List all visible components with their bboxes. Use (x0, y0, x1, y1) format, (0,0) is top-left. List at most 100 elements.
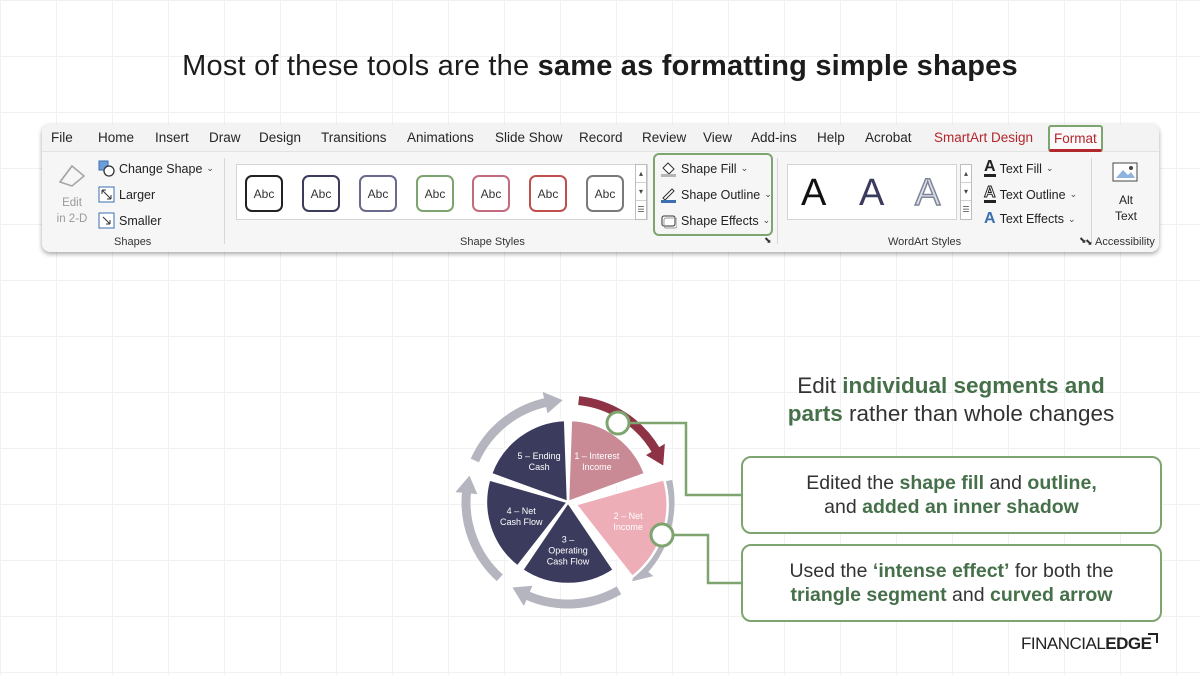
larger-label: Larger (119, 187, 156, 202)
wordart-scrollbar[interactable]: ▴ ▾ ☰ (960, 164, 972, 220)
scroll-up-icon[interactable]: ▴ (636, 165, 646, 183)
text-fill-button[interactable]: A Text Fill ⌄ (984, 158, 1054, 177)
tab-draw[interactable]: Draw (209, 130, 241, 145)
shape-style-7[interactable]: Abc (586, 175, 624, 212)
scroll-down-icon[interactable]: ▾ (636, 183, 646, 201)
alt-text-label-line1: Alt (1118, 193, 1133, 207)
tab-format[interactable]: Format (1048, 125, 1103, 152)
cycle-arrow[interactable] (470, 397, 548, 463)
callout-heading: Edit individual segments and parts rathe… (787, 373, 1115, 426)
wordart-style-3[interactable]: A (914, 172, 941, 214)
tab-design[interactable]: Design (259, 130, 302, 145)
tab-insert[interactable]: Insert (155, 130, 189, 145)
ribbon: File Home Insert Draw Design Transitions… (42, 124, 1159, 252)
cycle-segment[interactable] (489, 418, 570, 504)
dialog-launcher-icon[interactable]: ⬊ (1079, 235, 1087, 245)
scroll-down-icon[interactable]: ▾ (961, 183, 971, 201)
text-outline-icon: A (984, 184, 996, 203)
tab-slide-show[interactable]: Slide Show (495, 130, 563, 145)
pencil-icon (661, 188, 676, 203)
chevron-down-icon: ⌄ (206, 163, 214, 173)
edit-2d-label-line1: Edit (62, 197, 82, 209)
shape-style-2[interactable]: Abc (302, 175, 340, 212)
text-outline-button[interactable]: A Text Outline ⌄ (984, 184, 1078, 203)
shape-fill-button[interactable]: Shape Fill ⌄ (660, 160, 748, 177)
larger-button[interactable]: Larger (98, 186, 155, 203)
shape-fill-label: Shape Fill (681, 161, 737, 176)
group-divider (1091, 158, 1092, 244)
dialog-launcher-icon[interactable]: ⬊ (764, 235, 772, 245)
shape-effects-label: Shape Effects (681, 213, 759, 228)
tab-view[interactable]: View (703, 130, 733, 145)
smaller-icon (98, 212, 115, 229)
cycle-arrow[interactable] (524, 586, 622, 609)
tab-review[interactable]: Review (642, 130, 687, 145)
callout-box-shape-fill: Edited the shape fill and outline, and a… (741, 456, 1162, 534)
group-divider (224, 158, 225, 244)
text-fill-icon: A (984, 158, 996, 177)
chevron-down-icon: ⌄ (1045, 163, 1054, 173)
tab-help[interactable]: Help (817, 130, 845, 145)
edit-in-2d-button[interactable]: Edit in 2-D (50, 160, 94, 227)
chevron-down-icon: ⌄ (740, 163, 749, 173)
wordart-gallery: A A A (787, 164, 957, 220)
wordart-style-1[interactable]: A (801, 172, 827, 214)
group-divider (777, 158, 778, 244)
tab-smartart-design[interactable]: SmartArt Design (934, 130, 1034, 145)
gallery-more-icon[interactable]: ☰ (637, 205, 645, 214)
shape-outline-button[interactable]: Shape Outline ⌄ (660, 186, 772, 203)
cycle-arrow[interactable] (461, 490, 503, 582)
wordart-styles-group-label: WordArt Styles (888, 236, 962, 248)
callout-box-intense-effect: Used the ‘intense effect’ for both the t… (741, 544, 1162, 622)
tab-home[interactable]: Home (98, 130, 135, 145)
alt-text-button[interactable]: Alt Text (1108, 160, 1144, 224)
shape-effects-icon (661, 215, 677, 229)
text-outline-label: Text Outline (999, 187, 1066, 202)
tab-transitions[interactable]: Transitions (321, 130, 387, 145)
tab-record[interactable]: Record (579, 130, 623, 145)
shape-style-3[interactable]: Abc (359, 175, 397, 212)
change-shape-button[interactable]: Change Shape ⌄ (98, 160, 214, 177)
ribbon-tab-bar: File Home Insert Draw Design Transitions… (42, 124, 1159, 152)
cycle-diagram-svg (455, 391, 675, 609)
logo-mark-icon (1148, 633, 1158, 643)
tab-file[interactable]: File (51, 130, 73, 145)
chevron-down-icon: ⌄ (1069, 189, 1078, 199)
alt-text-icon (1112, 162, 1138, 182)
text-effects-icon: A (984, 210, 996, 227)
shape-style-4[interactable]: Abc (416, 175, 454, 212)
smaller-button[interactable]: Smaller (98, 212, 161, 229)
paint-bucket-icon (661, 162, 676, 177)
tab-acrobat[interactable]: Acrobat (865, 130, 912, 145)
edit-2d-label-line2: in 2-D (56, 213, 88, 225)
cycle-arrowhead (455, 475, 478, 495)
shape-style-5[interactable]: Abc (472, 175, 510, 212)
slide-title: Most of these tools are the same as form… (182, 50, 1018, 82)
change-shape-icon (98, 160, 115, 177)
tab-animations[interactable]: Animations (407, 130, 474, 145)
alt-text-label-line2: Text (1114, 209, 1137, 223)
shape-styles-scrollbar[interactable]: ▴ ▾ ☰ (635, 164, 647, 220)
accessibility-label: Accessibility (1095, 236, 1155, 248)
shape-effects-button[interactable]: Shape Effects ⌄ (660, 212, 770, 229)
dialog-launcher-icon[interactable]: ⬊ (1085, 237, 1093, 247)
text-fill-label: Text Fill (999, 161, 1042, 176)
shape-style-1[interactable]: Abc (245, 175, 283, 212)
wordart-style-2[interactable]: A (859, 172, 885, 214)
cycle-segment[interactable] (520, 499, 616, 586)
larger-icon (98, 186, 115, 203)
shape-style-6[interactable]: Abc (529, 175, 567, 212)
financial-edge-logo: FINANCIALEDGE (1021, 634, 1152, 653)
shapes-group-label: Shapes (114, 236, 152, 248)
scroll-up-icon[interactable]: ▴ (961, 165, 971, 183)
shape-outline-label: Shape Outline (681, 187, 761, 202)
cycle-segment[interactable] (484, 477, 571, 569)
tab-add-ins[interactable]: Add-ins (751, 130, 797, 145)
gallery-more-icon[interactable]: ☰ (962, 205, 970, 214)
text-effects-button[interactable]: A Text Effects ⌄ (984, 210, 1076, 227)
